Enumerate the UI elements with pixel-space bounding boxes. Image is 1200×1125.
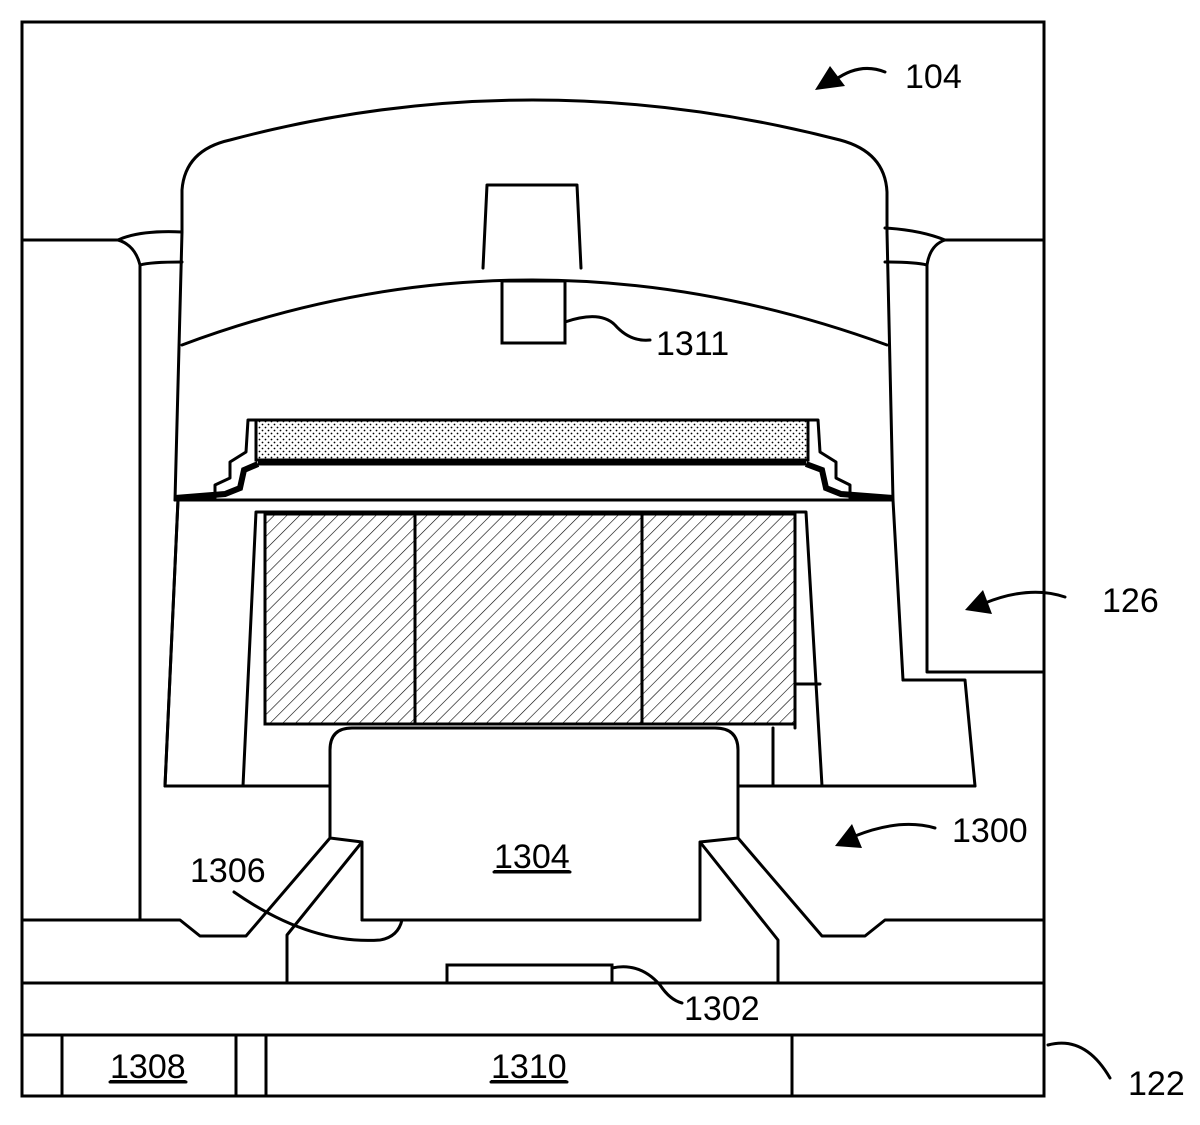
leader-1302 <box>610 965 684 1005</box>
outer-frame <box>20 20 1046 1098</box>
label-1310: 1310 <box>491 1048 567 1086</box>
label-1306: 1306 <box>190 852 266 890</box>
isolation-walls <box>20 226 1046 922</box>
hatched-blocks <box>263 512 797 726</box>
arrow-104 <box>815 66 887 90</box>
label-122: 122 <box>1128 1065 1185 1103</box>
label-1308: 1308 <box>110 1048 186 1086</box>
arrow-126 <box>965 590 1067 614</box>
label-1302: 1302 <box>684 990 760 1028</box>
element-1311 <box>500 279 567 345</box>
label-104: 104 <box>905 58 962 96</box>
label-1311: 1311 <box>656 325 729 363</box>
label-1304: 1304 <box>494 838 570 876</box>
leader-122 <box>1046 1041 1112 1080</box>
label-126: 126 <box>1102 582 1159 620</box>
leader-1306 <box>232 890 404 942</box>
filter-layer <box>173 418 895 502</box>
arrow-1300 <box>835 822 937 848</box>
electrode-1302 <box>445 963 614 985</box>
pillar-1304 <box>328 726 740 922</box>
label-1300: 1300 <box>952 812 1028 850</box>
leader-1311 <box>563 315 652 342</box>
